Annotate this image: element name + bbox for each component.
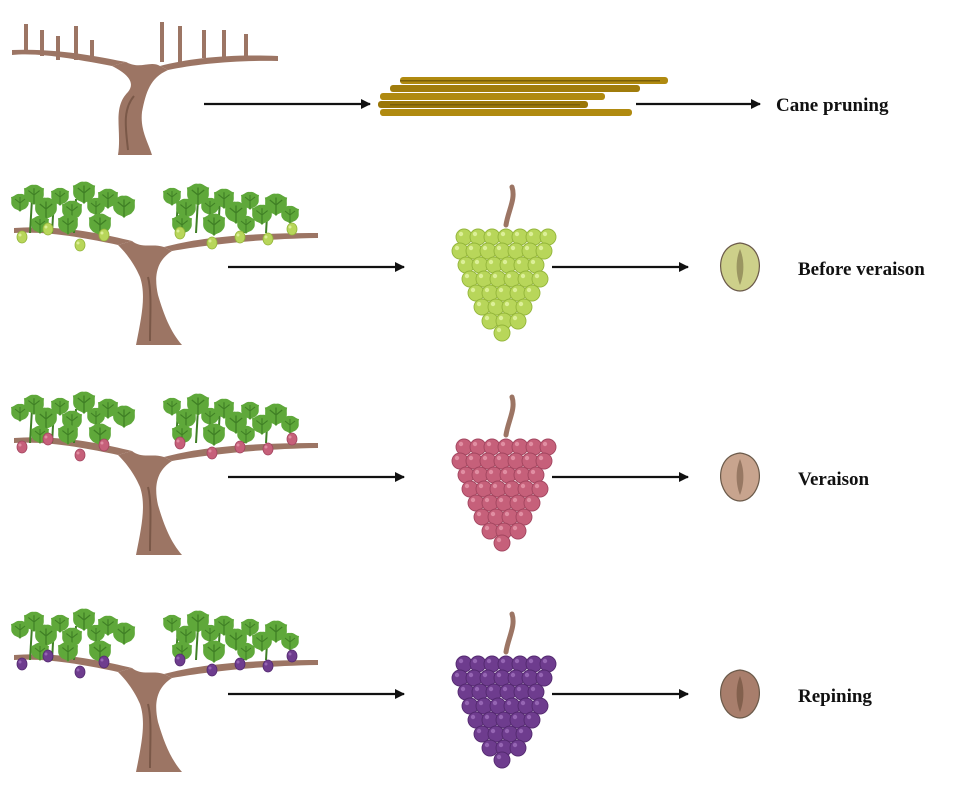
small-grape-cluster-icon: [43, 433, 53, 445]
grape-berry: [528, 257, 544, 273]
leaf-icon: [113, 196, 135, 219]
small-grape-cluster-icon: [235, 231, 245, 243]
leaf-icon: [203, 214, 225, 237]
small-grape-cluster-icon: [175, 437, 185, 449]
small-grape-cluster-icon: [75, 666, 85, 678]
leaf-icon: [113, 406, 135, 429]
stage-label: Veraison: [798, 469, 870, 490]
stage-label: Before veraison: [798, 259, 925, 280]
grape-berry: [536, 670, 552, 686]
small-grape-cluster-icon: [263, 233, 273, 245]
small-grape-cluster-icon: [75, 239, 85, 251]
grape-berry: [494, 752, 510, 768]
leaf-icon: [113, 623, 135, 646]
small-grape-cluster-icon: [43, 223, 53, 235]
small-grape-cluster-icon: [235, 441, 245, 453]
small-grape-cluster-icon: [235, 658, 245, 670]
grape-berry: [532, 271, 548, 287]
grape-seed-icon: [721, 243, 760, 291]
small-grape-cluster-icon: [207, 664, 217, 676]
small-grape-cluster-icon: [175, 654, 185, 666]
small-grape-cluster-icon: [287, 650, 297, 662]
small-grape-cluster-icon: [287, 433, 297, 445]
stage-row-cane-pruning: Cane pruning: [12, 22, 889, 155]
bare-vine-icon: [12, 22, 278, 155]
grape-bunch-icon: [452, 187, 556, 341]
grape-berry: [540, 656, 556, 672]
grape-berry: [510, 313, 526, 329]
small-grape-cluster-icon: [207, 237, 217, 249]
grape-berry: [536, 453, 552, 469]
grape-berry: [510, 740, 526, 756]
small-grape-cluster-icon: [175, 227, 185, 239]
grape-berry: [536, 243, 552, 259]
small-grape-cluster-icon: [263, 660, 273, 672]
leaf-icon: [281, 206, 299, 224]
leaf-icon: [281, 633, 299, 651]
grape-seed-icon: [721, 453, 760, 501]
grape-berry: [494, 535, 510, 551]
small-grape-cluster-icon: [17, 231, 27, 243]
small-grape-cluster-icon: [75, 449, 85, 461]
leaf-icon: [281, 416, 299, 434]
small-grape-cluster-icon: [263, 443, 273, 455]
grape-berry: [510, 523, 526, 539]
grape-berry: [528, 467, 544, 483]
fruiting-vine-icon: [11, 609, 318, 772]
grape-berry: [540, 229, 556, 245]
small-grape-cluster-icon: [99, 656, 109, 668]
grape-berry: [524, 712, 540, 728]
fruiting-vine-icon: [11, 392, 318, 555]
grape-berry: [532, 698, 548, 714]
stage-row-veraison: Veraison: [11, 392, 870, 555]
leaf-icon: [203, 641, 225, 664]
stage-row-before-veraison: Before veraison: [11, 182, 925, 345]
grape-berry: [494, 325, 510, 341]
stage-row-repining: Repining: [11, 609, 872, 772]
small-grape-cluster-icon: [17, 441, 27, 453]
grape-berry: [540, 439, 556, 455]
stage-label: Cane pruning: [776, 95, 889, 116]
small-grape-cluster-icon: [17, 658, 27, 670]
grape-bunch-icon: [452, 614, 556, 768]
pruned-canes-icon: [378, 77, 668, 116]
fruiting-vine-icon: [11, 182, 318, 345]
small-grape-cluster-icon: [99, 229, 109, 241]
leaf-icon: [203, 424, 225, 447]
small-grape-cluster-icon: [287, 223, 297, 235]
grape-seed-icon: [721, 670, 760, 718]
grape-berry: [524, 495, 540, 511]
small-grape-cluster-icon: [207, 447, 217, 459]
grape-berry: [528, 684, 544, 700]
grape-berry: [532, 481, 548, 497]
stage-label: Repining: [798, 686, 872, 707]
grape-berry: [524, 285, 540, 301]
small-grape-cluster-icon: [43, 650, 53, 662]
grape-bunch-icon: [452, 397, 556, 551]
fruiting-stage-rows: Before veraisonVeraisonRepining: [11, 182, 925, 772]
small-grape-cluster-icon: [99, 439, 109, 451]
